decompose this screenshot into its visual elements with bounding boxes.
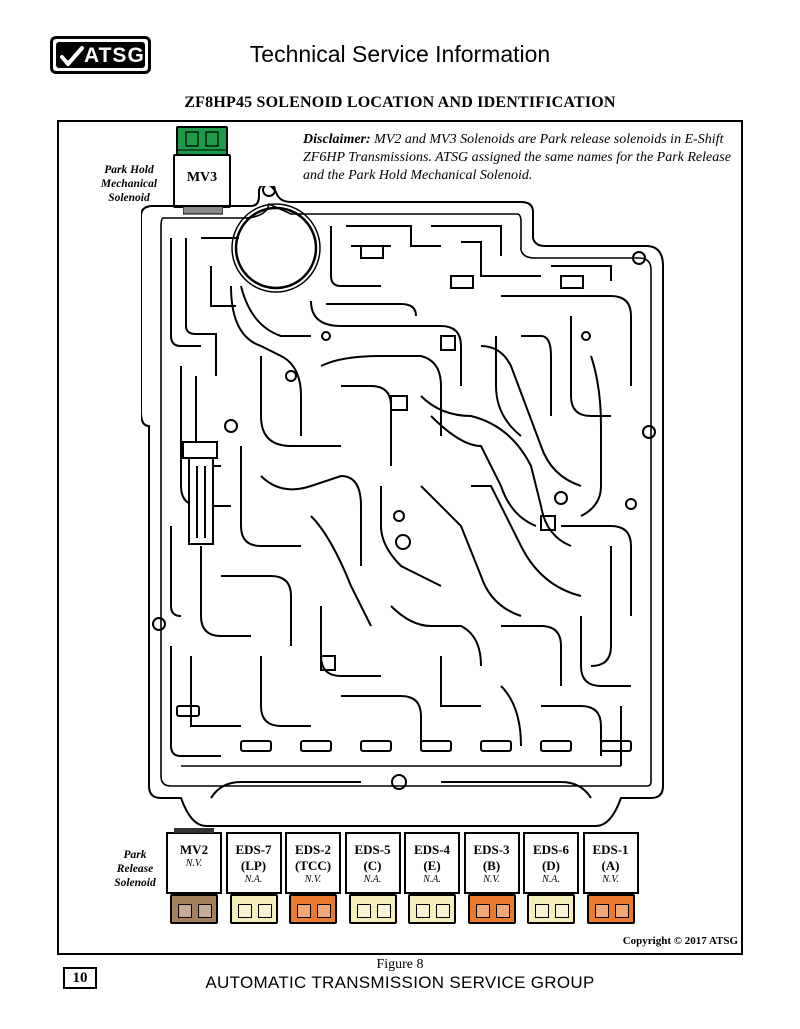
solenoid-code: (A) <box>601 858 620 873</box>
plate-outline <box>141 186 664 827</box>
solenoid-status: N.A. <box>363 874 382 885</box>
connector-pin-icon <box>594 904 609 918</box>
mount-hole <box>642 425 656 439</box>
solenoid-body: EDS-2(TCC)N.V. <box>285 832 341 894</box>
solenoid-name: EDS-5 <box>354 842 391 857</box>
solenoid-eds-2: EDS-2(TCC)N.V. <box>285 832 341 928</box>
park-release-label: Park Release Solenoid <box>114 849 156 889</box>
footer-text: AUTOMATIC TRANSMISSION SERVICE GROUP <box>205 973 595 992</box>
manual-valve <box>182 441 218 545</box>
mv3-base-icon <box>183 206 223 215</box>
connector-pin-icon <box>436 904 450 918</box>
figure-caption: Figure 8 <box>376 957 424 972</box>
solenoid-body: EDS-6(D)N.A. <box>523 832 579 894</box>
solenoid-eds-5: EDS-5(C)N.A. <box>344 832 401 928</box>
disclaimer: Disclaimer: MV2 and MV3 Solenoids are Pa… <box>303 131 733 185</box>
mount-hole <box>391 774 407 790</box>
mount-hole <box>224 419 238 433</box>
mount-hole <box>262 186 276 197</box>
solenoid-body: EDS-7(LP)N.A. <box>225 832 282 894</box>
connector-pin-icon <box>376 904 391 918</box>
park-hold-label: Park Hold Mechanical Solenoid <box>100 164 158 204</box>
connector-pin-icon <box>297 904 311 918</box>
solenoid-status: N.A. <box>542 874 560 885</box>
solenoid-status: N.V. <box>602 874 619 885</box>
connector-pin-icon <box>535 904 549 918</box>
disclaimer-text: MV2 and MV3 Solenoids are Park release s… <box>303 132 731 183</box>
connector-pin-icon <box>495 904 510 918</box>
solenoid-connector <box>229 894 278 924</box>
connector-pin-icon <box>555 904 569 918</box>
logo-text: ATSG <box>84 44 145 67</box>
mv2-cap <box>174 828 214 833</box>
solenoid-name: MV2 <box>179 842 209 857</box>
solenoid-code: (D) <box>541 858 561 873</box>
solenoid-connector <box>408 894 456 924</box>
connector-pin-icon <box>178 904 192 918</box>
solenoid-code: (C) <box>363 858 382 873</box>
main-title: ZF8HP45 SOLENOID LOCATION AND IDENTIFICA… <box>184 94 616 111</box>
header-title: Technical Service Information <box>249 41 551 67</box>
page-number: 10 <box>63 967 97 989</box>
figure-frame <box>57 120 743 955</box>
solenoid-connector <box>527 894 575 924</box>
mv3-name: MV3 <box>186 170 218 185</box>
valve-body-diagram <box>141 186 664 827</box>
check-ball-pocket <box>390 395 408 411</box>
mount-hole <box>632 251 646 265</box>
solenoid-body: EDS-3(B)N.V. <box>463 832 520 894</box>
solenoid-body: EDS-4(E)N.A. <box>404 832 460 894</box>
copyright: Copyright © 2017 ATSG <box>622 935 738 947</box>
solenoid-code: (LP) <box>240 858 267 873</box>
connector-pin-icon <box>257 904 272 918</box>
connector-pin-icon <box>317 904 331 918</box>
connector-pins-icon <box>178 131 226 151</box>
solenoid-body: EDS-5(C)N.A. <box>344 832 401 894</box>
solenoid-status: N.A. <box>423 874 441 885</box>
solenoid-status: N.V. <box>483 874 500 885</box>
connector-pin-icon <box>475 904 490 918</box>
solenoid-connector <box>586 894 635 924</box>
mv3-connector <box>176 126 228 156</box>
solenoid-eds-1: EDS-1(A)N.V. <box>582 832 639 928</box>
connector-pin-icon <box>356 904 371 918</box>
solenoid-body: EDS-1(A)N.V. <box>582 832 639 894</box>
connector-pin-icon <box>237 904 252 918</box>
solenoid-eds-6: EDS-6(D)N.A. <box>523 832 579 928</box>
solenoid-code: (E) <box>423 858 441 873</box>
solenoid-eds-7: EDS-7(LP)N.A. <box>225 832 282 928</box>
solenoid-connector <box>170 894 218 924</box>
checkmark-icon <box>60 46 84 66</box>
atsg-logo: ATSG <box>50 36 151 74</box>
solenoid-eds-4: EDS-4(E)N.A. <box>404 832 460 928</box>
solenoid-name: EDS-2 <box>294 842 332 857</box>
solenoid-connector <box>467 894 516 924</box>
solenoid-name: EDS-3 <box>473 842 510 857</box>
solenoid-code: (B) <box>482 858 501 873</box>
connector-pin-icon <box>614 904 629 918</box>
solenoid-code: (TCC) <box>294 858 332 873</box>
solenoid-name: EDS-6 <box>532 842 570 857</box>
solenoid-status: N.V. <box>185 858 203 869</box>
mount-hole <box>395 534 411 550</box>
mv3-solenoid: MV3 <box>173 126 233 215</box>
large-bore-hole <box>234 206 318 290</box>
solenoid-name: EDS-1 <box>592 842 629 857</box>
plate-inner-outline <box>160 202 652 787</box>
solenoid-status: N.V. <box>304 874 322 885</box>
solenoid-status: N.A. <box>244 874 263 885</box>
mount-hole <box>393 510 405 522</box>
solenoid-connector <box>289 894 337 924</box>
solenoid-name: EDS-4 <box>413 842 451 857</box>
connector-pin-icon <box>198 904 212 918</box>
solenoid-name: EDS-7 <box>235 842 272 857</box>
mount-hole <box>152 617 166 631</box>
disclaimer-label: Disclaimer: <box>303 132 371 147</box>
solenoid-eds-3: EDS-3(B)N.V. <box>463 832 520 928</box>
connector-pin-icon <box>416 904 430 918</box>
solenoid-connector <box>348 894 397 924</box>
